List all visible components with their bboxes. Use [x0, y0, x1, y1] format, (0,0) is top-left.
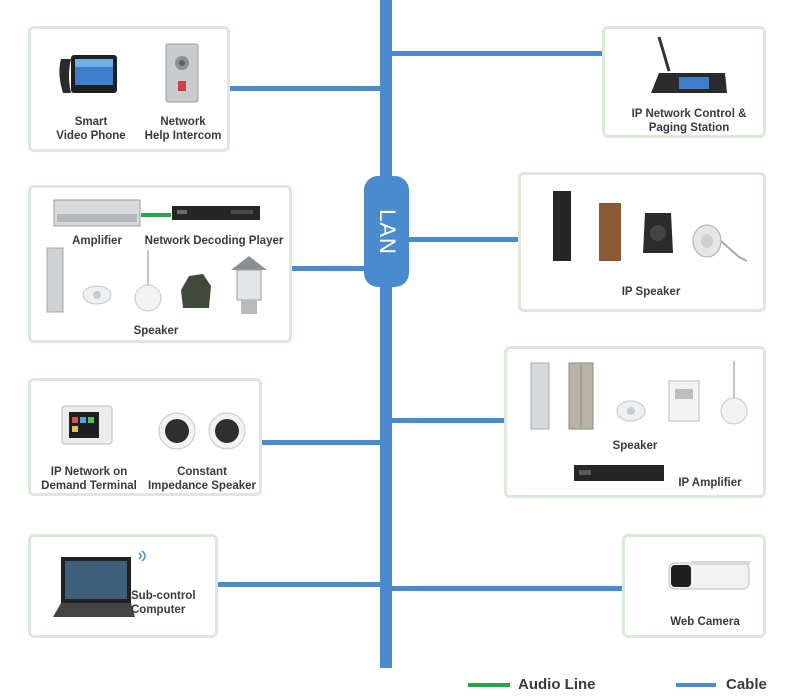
help-intercom-label: Network Help Intercom	[144, 116, 222, 142]
cable-left-3	[262, 440, 380, 445]
on-demand-terminal-label: IP Network on Demand Terminal	[41, 466, 137, 492]
speaker-label-left: Speaker	[133, 325, 179, 337]
audio-line	[141, 213, 171, 217]
cable-right-2	[392, 237, 518, 242]
cable-left-1	[228, 86, 380, 91]
column-speaker-2-image	[567, 361, 595, 431]
column-speaker-1-image	[529, 361, 551, 431]
web-camera-image	[667, 557, 753, 595]
cable-right-1	[392, 51, 604, 56]
cable-left-2	[290, 266, 380, 271]
group-camera: Web Camera	[622, 534, 766, 638]
lawn-speaker-image	[227, 254, 271, 316]
group-paging-station: IP Network Control & Paging Station	[602, 26, 766, 138]
sub-control-computer-image	[51, 555, 135, 621]
ip-speaker-label: IP Speaker	[621, 286, 681, 298]
amplifier-label: Amplifier	[72, 235, 122, 247]
lan-label: LAN	[374, 208, 400, 255]
cable-right-4	[392, 586, 624, 591]
group-ip-speaker: IP Speaker	[518, 172, 766, 312]
column-speaker-image	[45, 246, 65, 314]
legend-cable-swatch	[676, 683, 716, 687]
pendant-speaker-image	[133, 250, 163, 314]
decoding-player-label: Network Decoding Player	[144, 235, 284, 247]
cable-left-4	[215, 582, 380, 587]
ip-amplifier-image	[573, 463, 665, 483]
wall-panel-speaker-image	[667, 379, 701, 423]
web-camera-label: Web Camera	[670, 616, 740, 628]
ip-wooden-speaker-image	[597, 201, 623, 263]
paging-station-image	[649, 35, 729, 97]
on-demand-terminal-image	[61, 405, 113, 445]
wireless-signal-icon	[137, 549, 149, 563]
group-audio: Amplifier Network Decoding Player Speake…	[28, 185, 292, 343]
constant-impedance-speaker-image	[155, 411, 251, 451]
group-terminal: IP Network on Demand Terminal Constant I…	[28, 378, 262, 496]
smart-video-phone-label: Smart Video Phone	[56, 116, 126, 142]
legend-audio-line-swatch	[468, 683, 510, 687]
ceiling-speaker-2-image	[615, 399, 647, 423]
legend-audio-line-label: Audio Line	[518, 676, 596, 693]
group-ip-amplifier: Speaker IP Amplifier	[504, 346, 766, 498]
lan-backbone	[380, 0, 392, 668]
sub-control-computer-label: Sub-control Computer	[131, 590, 196, 616]
help-intercom-image	[165, 43, 199, 103]
ip-amplifier-label: IP Amplifier	[678, 477, 742, 489]
ip-column-speaker-image	[551, 189, 573, 263]
cable-right-3	[392, 418, 504, 423]
pendant-speaker-2-image	[719, 361, 749, 427]
paging-station-label: IP Network Control & Paging Station	[631, 108, 747, 134]
decoding-player-image	[171, 204, 261, 222]
legend-cable-label: Cable	[726, 676, 767, 693]
group-phones: Smart Video Phone Network Help Intercom	[28, 26, 230, 152]
speaker-label-right: Speaker	[612, 440, 658, 452]
ip-horn-speaker-image	[689, 221, 751, 265]
amplifier-image	[53, 198, 141, 230]
ip-wall-speaker-image	[641, 211, 675, 255]
ceiling-speaker-image	[81, 284, 113, 306]
lan-hub: LAN	[364, 176, 409, 287]
rock-speaker-image	[179, 272, 213, 310]
group-computer: Sub-control Computer	[28, 534, 218, 638]
constant-impedance-speaker-label: Constant Impedance Speaker	[147, 466, 257, 492]
smart-video-phone-image	[57, 49, 119, 99]
